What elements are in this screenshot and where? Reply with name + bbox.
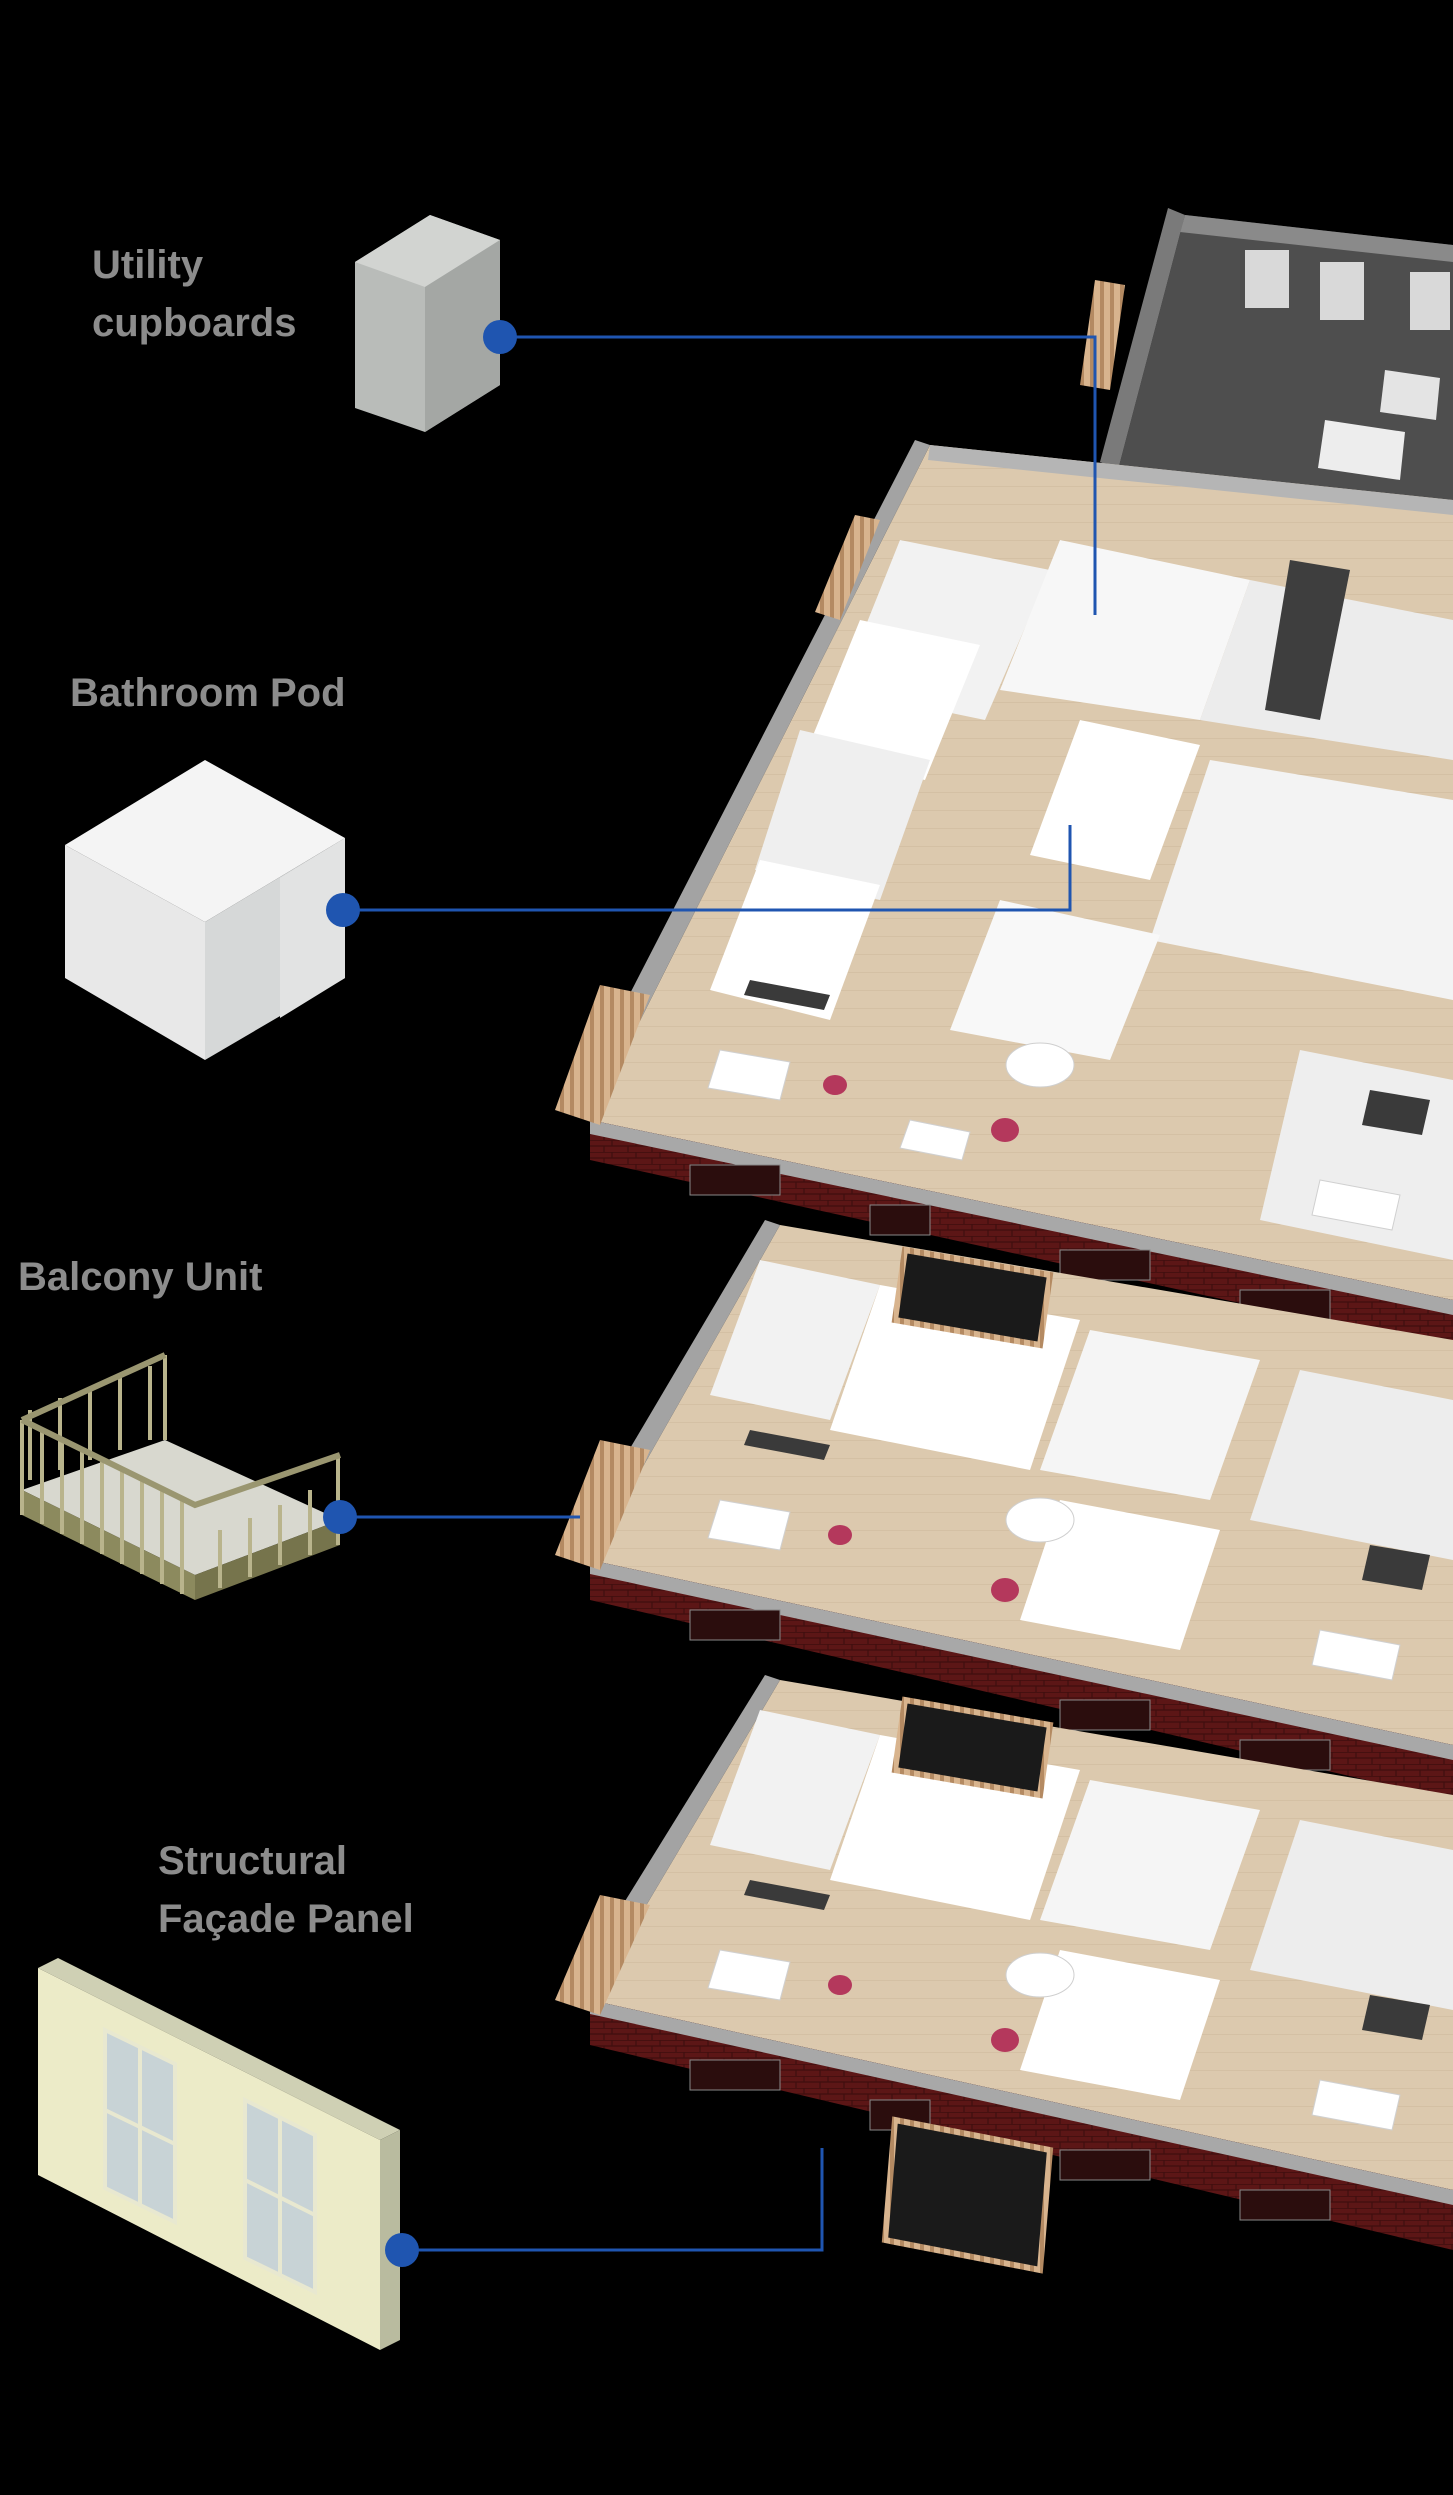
balcony-label-line1: Balcony Unit	[18, 1255, 263, 1299]
floor-level-1	[555, 440, 1453, 1350]
utility-cupboards-label: Utility cupboards	[92, 236, 296, 352]
balcony-connector-dot	[323, 1500, 357, 1534]
floor-level-3	[555, 1675, 1453, 2274]
facade-panel-illustration	[38, 1958, 400, 2350]
utility-cupboard-illustration	[355, 215, 500, 432]
utility-label-line1: Utility	[92, 243, 204, 287]
balcony-unit-label: Balcony Unit	[18, 1248, 262, 1306]
structural-facade-panel-label: Structural Façade Panel	[158, 1832, 414, 1948]
bathroom-pod-illustration	[65, 760, 345, 1060]
facade-connector-dot	[385, 2233, 419, 2267]
floor-level-2	[555, 1220, 1453, 1800]
bathroom-connector-dot	[326, 893, 360, 927]
utility-label-line2: cupboards	[92, 301, 297, 345]
bathroom-connector-line	[345, 825, 1072, 912]
utility-connector-line	[500, 335, 1097, 615]
bathroom-pod-label: Bathroom Pod	[70, 664, 346, 722]
facade-label-line1: Structural	[158, 1839, 347, 1883]
bathroom-label-line1: Bathroom Pod	[70, 671, 346, 715]
balcony-unit-illustration	[20, 1352, 341, 1600]
facade-connector-line	[402, 2148, 824, 2252]
utility-connector-dot	[483, 320, 517, 354]
facade-label-line2: Façade Panel	[158, 1897, 414, 1941]
